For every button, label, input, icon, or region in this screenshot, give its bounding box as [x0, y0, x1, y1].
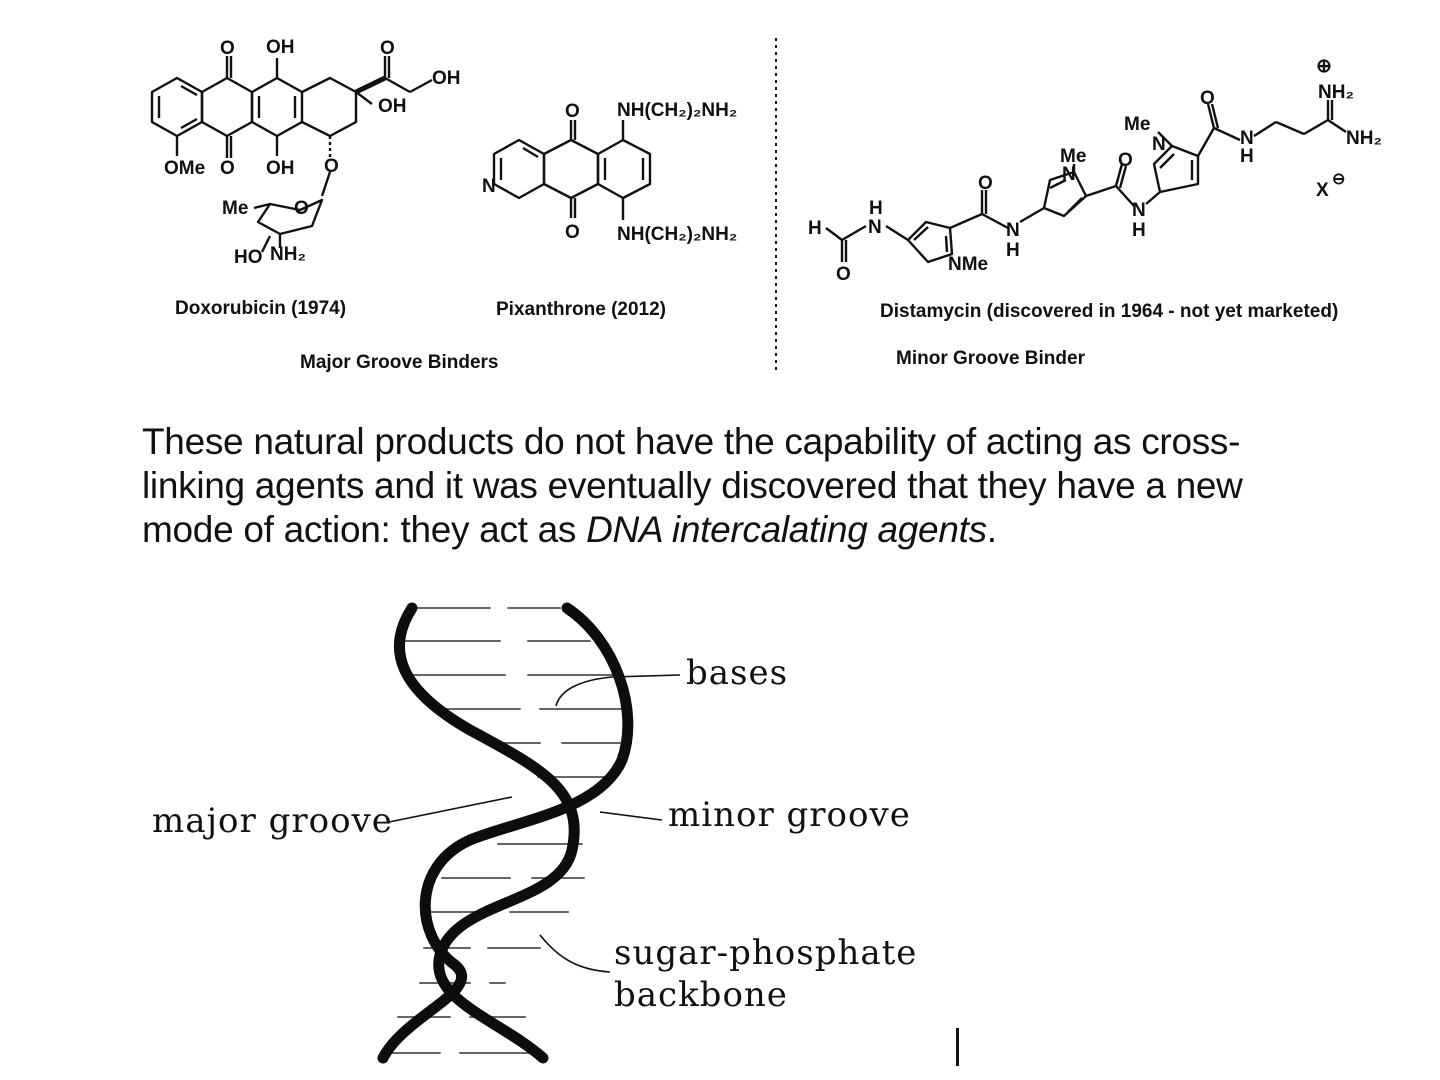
distamycin-minus: ⊖: [1332, 171, 1345, 188]
backbone-strands: [377, 602, 634, 1064]
label-bases: bases: [686, 653, 788, 693]
pixanthrone-caption: Pixanthrone (2012): [496, 299, 666, 320]
distamycin-o-c: O: [1200, 88, 1215, 109]
distamycin-n1-h: H: [869, 198, 883, 219]
doxorubicin-o-link: O: [324, 156, 339, 177]
distamycin-n2-ring: N: [1062, 164, 1076, 185]
distamycin-n1: N: [868, 217, 882, 238]
text-cursor: [956, 1028, 959, 1066]
distamycin-me2: Me: [1060, 146, 1086, 167]
doxorubicin-ome: OMe: [164, 158, 205, 179]
doxorubicin-o2: O: [380, 38, 395, 59]
doxorubicin-o1: O: [220, 38, 235, 59]
paragraph-line-3-end: .: [986, 509, 997, 550]
pixanthrone-side-bottom: NH(CH₂)₂NH₂: [617, 224, 737, 245]
doxorubicin-caption: Doxorubicin (1974): [175, 298, 346, 319]
doxorubicin-oh3: OH: [378, 96, 407, 117]
distamycin-o-b: O: [1118, 150, 1133, 171]
doxorubicin-o-ring: O: [294, 198, 309, 219]
distamycin-caption: Distamycin (discovered in 1964 - not yet…: [880, 301, 1338, 322]
distamycin-nh2-top: NH₂: [1318, 82, 1354, 103]
distamycin-n4: N: [1240, 128, 1254, 149]
pixanthrone-side-top: NH(CH₂)₂NH₂: [617, 100, 737, 121]
distamycin-o-a: O: [978, 173, 993, 194]
distamycin-n3-h: H: [1132, 220, 1146, 241]
pixanthrone-o-bottom: O: [565, 222, 580, 243]
pixanthrone-structure: [492, 120, 652, 220]
minor-groove-binder-label: Minor Groove Binder: [896, 348, 1086, 369]
paragraph-line-3: mode of action: they act as DNA intercal…: [142, 508, 1372, 552]
body-paragraph: These natural products do not have the c…: [142, 420, 1372, 552]
doxorubicin-oh2: OH: [432, 68, 461, 89]
paragraph-line-2: linking agents and it was eventually dis…: [142, 465, 1243, 506]
paragraph-line-3-start: mode of action: they act as: [142, 509, 587, 550]
major-groove-binders-label: Major Groove Binders: [300, 352, 499, 373]
label-minor-groove: minor groove: [668, 795, 911, 835]
distamycin-plus: ⊕: [1316, 56, 1332, 77]
distamycin-nh2-right: NH₂: [1346, 128, 1382, 149]
doxorubicin-o3: O: [220, 158, 235, 179]
dna-helix: [377, 602, 681, 1064]
pointer-lines: [383, 674, 681, 973]
distamycin-n3: N: [1132, 200, 1146, 221]
paragraph-line-1: These natural products do not have the c…: [142, 421, 1241, 462]
distamycin-n3-ring: N: [1152, 134, 1166, 155]
doxorubicin-oh1: OH: [266, 37, 295, 58]
doxorubicin-atoms: O OH O OH OH OMe O OH O Me O HO NH₂: [164, 37, 461, 268]
doxorubicin-nh2: NH₂: [270, 244, 306, 265]
distamycin-me3: Me: [1124, 114, 1150, 135]
label-backbone-line2: backbone: [614, 975, 788, 1015]
distamycin-atoms: H O N H NMe O N H Me N O N H Me N O N H …: [808, 56, 1382, 285]
distamycin-structure: [825, 100, 1347, 264]
doxorubicin-me: Me: [222, 198, 248, 219]
pixanthrone-o-top: O: [565, 101, 580, 122]
label-backbone-line1: sugar-phosphate: [614, 933, 917, 973]
doxorubicin-oh4: OH: [266, 158, 295, 179]
distamycin-n4-h: H: [1240, 146, 1254, 167]
dna-intercalating-agents-term: DNA intercalating agents: [586, 509, 987, 550]
doxorubicin-structure: [150, 56, 433, 253]
distamycin-n2-h: H: [1006, 240, 1020, 261]
distamycin-o-formyl: O: [836, 264, 851, 285]
doxorubicin-ho: HO: [234, 247, 263, 268]
distamycin-counter-ion: X: [1316, 180, 1329, 201]
pixanthrone-atoms: O O N NH(CH₂)₂NH₂ NH(CH₂)₂NH₂: [482, 100, 737, 245]
pixanthrone-n-ring: N: [482, 176, 496, 197]
distamycin-h: H: [808, 218, 822, 239]
label-major-groove: major groove: [152, 801, 393, 841]
distamycin-n2: N: [1006, 220, 1020, 241]
distamycin-nme: NMe: [948, 254, 988, 275]
